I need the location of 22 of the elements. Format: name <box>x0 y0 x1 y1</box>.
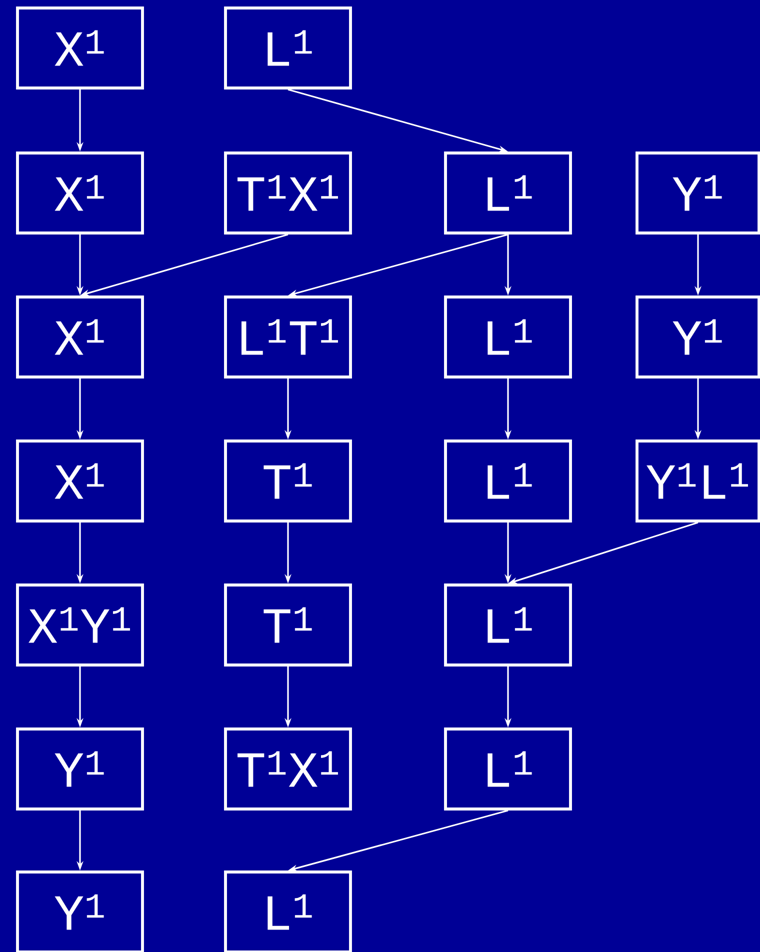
process-box: L$^{1}$ <box>444 152 572 234</box>
process-box: T$^{1}$X$^{1}$ <box>224 152 352 234</box>
process-box: L$^{1}$ <box>444 728 572 810</box>
process-box: L$^{1}$ <box>224 870 352 952</box>
process-box: L$^{1}$ <box>444 584 572 666</box>
process-box: X$^{1}$ <box>16 152 144 234</box>
process-box: L$^{1}$ <box>444 440 572 522</box>
process-box: X$^{1}$ <box>16 296 144 378</box>
process-box: Y$^{1}$ <box>16 870 144 952</box>
process-box: L$^{1}$T$^{1}$ <box>224 296 352 378</box>
process-box: Y$^{1}$ <box>636 296 760 378</box>
process-box: Y$^{1}$L$^{1}$ <box>636 440 760 522</box>
process-box: X$^{1}$Y$^{1}$ <box>16 584 144 666</box>
process-box: L$^{1}$ <box>224 6 352 90</box>
process-box: X$^{1}$ <box>16 6 144 90</box>
process-box: X$^{1}$ <box>16 440 144 522</box>
process-box: Y$^{1}$ <box>16 728 144 810</box>
process-box: T$^{1}$ <box>224 584 352 666</box>
process-box: T$^{1}$X$^{1}$ <box>224 728 352 810</box>
process-box: T$^{1}$ <box>224 440 352 522</box>
process-box: Y$^{1}$ <box>636 152 760 234</box>
process-box: L$^{1}$ <box>444 296 572 378</box>
